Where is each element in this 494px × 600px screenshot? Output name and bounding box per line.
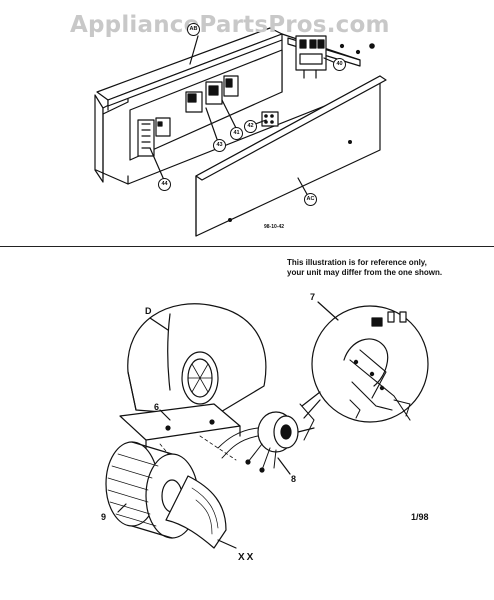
label-8: 8 <box>291 474 297 484</box>
label-d: D <box>145 306 152 316</box>
callout-ac: AC <box>304 193 317 206</box>
callout-41: 41 <box>230 127 243 140</box>
callout-ab: AB <box>187 23 200 36</box>
reference-note: This illustration is for reference only,… <box>287 258 442 278</box>
callout-44: 44 <box>158 178 171 191</box>
section-divider <box>0 246 494 247</box>
reference-note-line-2: your unit may differ from the one shown. <box>287 268 443 277</box>
callout-42: 42 <box>244 120 257 133</box>
label-xx: XX <box>238 552 256 563</box>
revision-date: 1/98 <box>411 512 429 522</box>
blower-assembly-drawing <box>105 301 429 549</box>
label-9: 9 <box>101 512 107 522</box>
label-7: 7 <box>310 292 316 302</box>
callout-43: 43 <box>213 139 226 152</box>
drawing-code: 98-10-42 <box>264 224 285 230</box>
label-6: 6 <box>154 402 160 412</box>
watermark-text: AppliancePartsPros.com <box>70 12 390 38</box>
reference-note-line-1: This illustration is for reference only, <box>287 258 427 267</box>
callout-40: 40 <box>333 58 346 71</box>
blower-wheel <box>105 441 199 539</box>
